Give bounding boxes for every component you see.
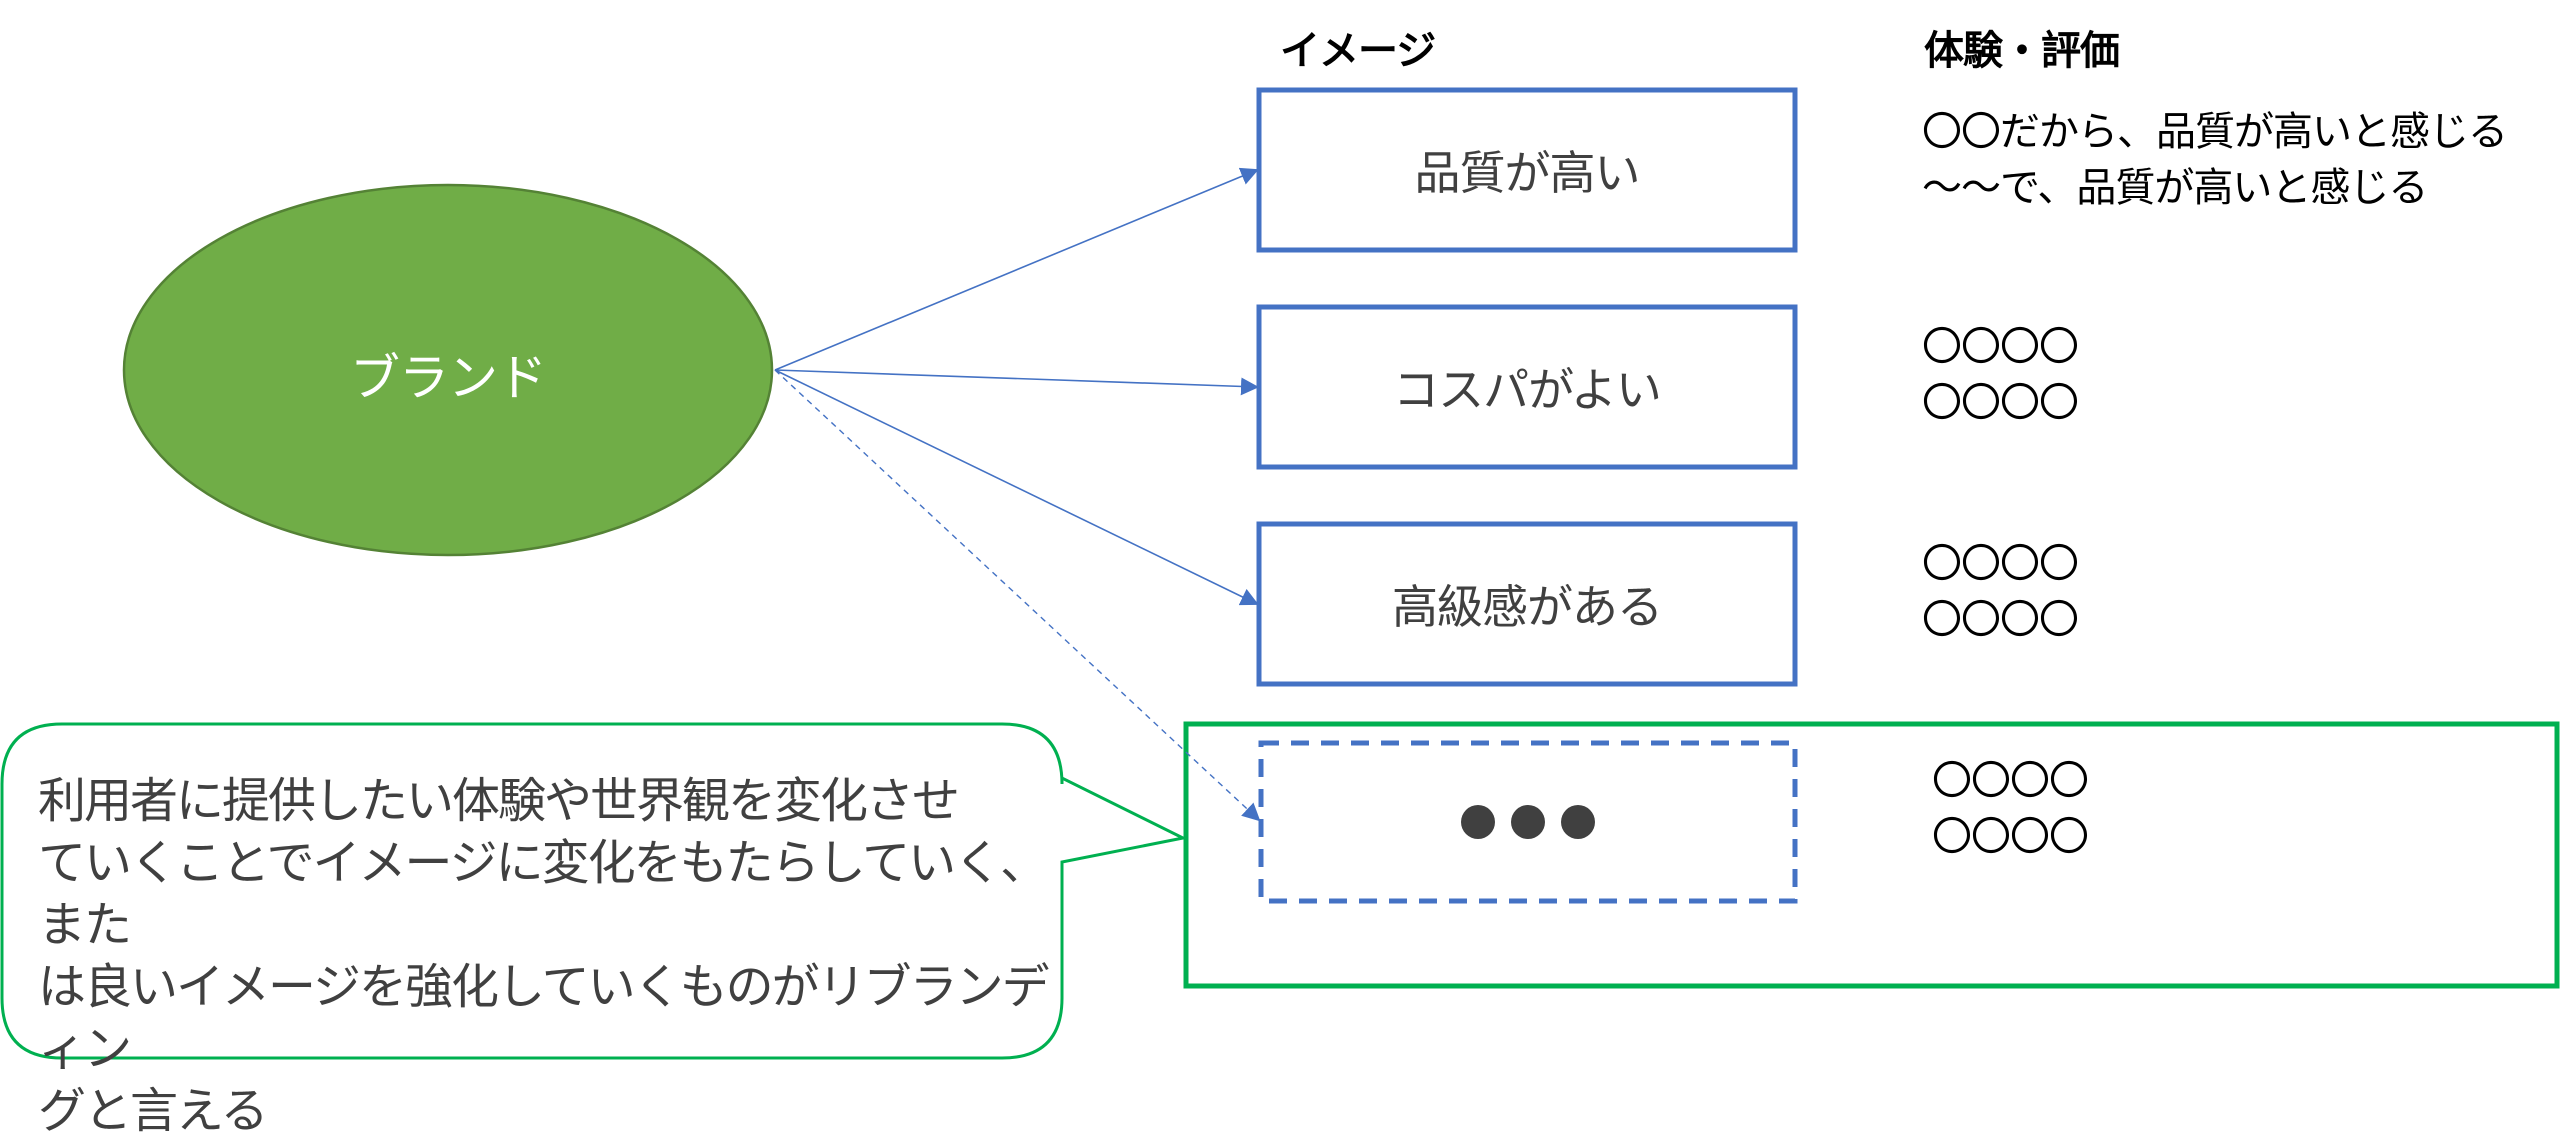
evaluation-line: 〇〇〇〇	[1932, 758, 2089, 804]
image-box-quality[interactable]: 品質が高い	[1259, 90, 1795, 250]
callout-line: は良いイメージを強化していくものがリブランディン	[38, 959, 1050, 1077]
image-box-value-frame	[1256, 304, 1798, 470]
callout-line: ていくことでイメージに変化をもたらしていく、また	[38, 835, 1048, 953]
arrow-to-value	[774, 369, 1259, 396]
image-box-luxury[interactable]: 高級感がある	[1259, 524, 1795, 684]
dot-icon	[1511, 805, 1545, 839]
callout-bubble	[0, 722, 1188, 1060]
arrow-to-more-dashed	[774, 369, 1261, 822]
heading-experience: 体験・評価	[1924, 28, 2120, 74]
ellipsis-dots-icon	[1461, 805, 1595, 839]
brand-label: ブランド	[350, 349, 547, 407]
callout-text: 利用者に提供したい体験や世界観を変化させ ていくことでイメージに変化をもたらして…	[38, 770, 1050, 1142]
evaluation-quality: 〇〇だから、品質が高いと感じる ～～で、品質が高いと感じる	[1922, 104, 2508, 216]
image-box-luxury-frame	[1256, 521, 1798, 687]
image-box-label: 高級感がある	[1392, 580, 1663, 634]
arrow-to-quality	[774, 167, 1259, 371]
image-box-more-frame	[1258, 740, 1798, 904]
image-box-label: 品質が高い	[1414, 146, 1641, 200]
evaluation-line: 〇〇〇〇	[1932, 814, 2089, 860]
dot-icon	[1561, 805, 1595, 839]
evaluation-line: 〇〇だから、品質が高いと感じる	[1922, 109, 2508, 155]
diagram-canvas	[0, 87, 2560, 1060]
evaluation-value: 〇〇〇〇 〇〇〇〇	[1922, 319, 2079, 431]
heading-image: イメージ	[1280, 28, 1436, 74]
callout-line: グと言える	[38, 1083, 269, 1139]
dot-icon	[1461, 805, 1495, 839]
callout-line: 利用者に提供したい体験や世界観を変化させ	[38, 773, 960, 829]
image-box-more[interactable]	[1261, 743, 1795, 901]
evaluation-line: ～～で、品質が高いと感じる	[1922, 165, 2428, 211]
brand-ellipse[interactable]	[122, 183, 774, 557]
evaluation-more: 〇〇〇〇 〇〇〇〇	[1932, 753, 2089, 865]
evaluation-line: 〇〇〇〇	[1922, 324, 2079, 370]
image-box-quality-frame	[1256, 87, 1798, 253]
evaluation-line: 〇〇〇〇	[1922, 597, 2079, 643]
highlight-frame	[1183, 721, 2560, 989]
evaluation-line: 〇〇〇〇	[1922, 541, 2079, 587]
evaluation-luxury: 〇〇〇〇 〇〇〇〇	[1922, 536, 2079, 648]
image-box-value[interactable]: コスパがよい	[1259, 307, 1795, 467]
evaluation-line: 〇〇〇〇	[1922, 380, 2079, 426]
arrow-to-luxury	[774, 369, 1259, 606]
image-box-label: コスパがよい	[1393, 363, 1662, 417]
